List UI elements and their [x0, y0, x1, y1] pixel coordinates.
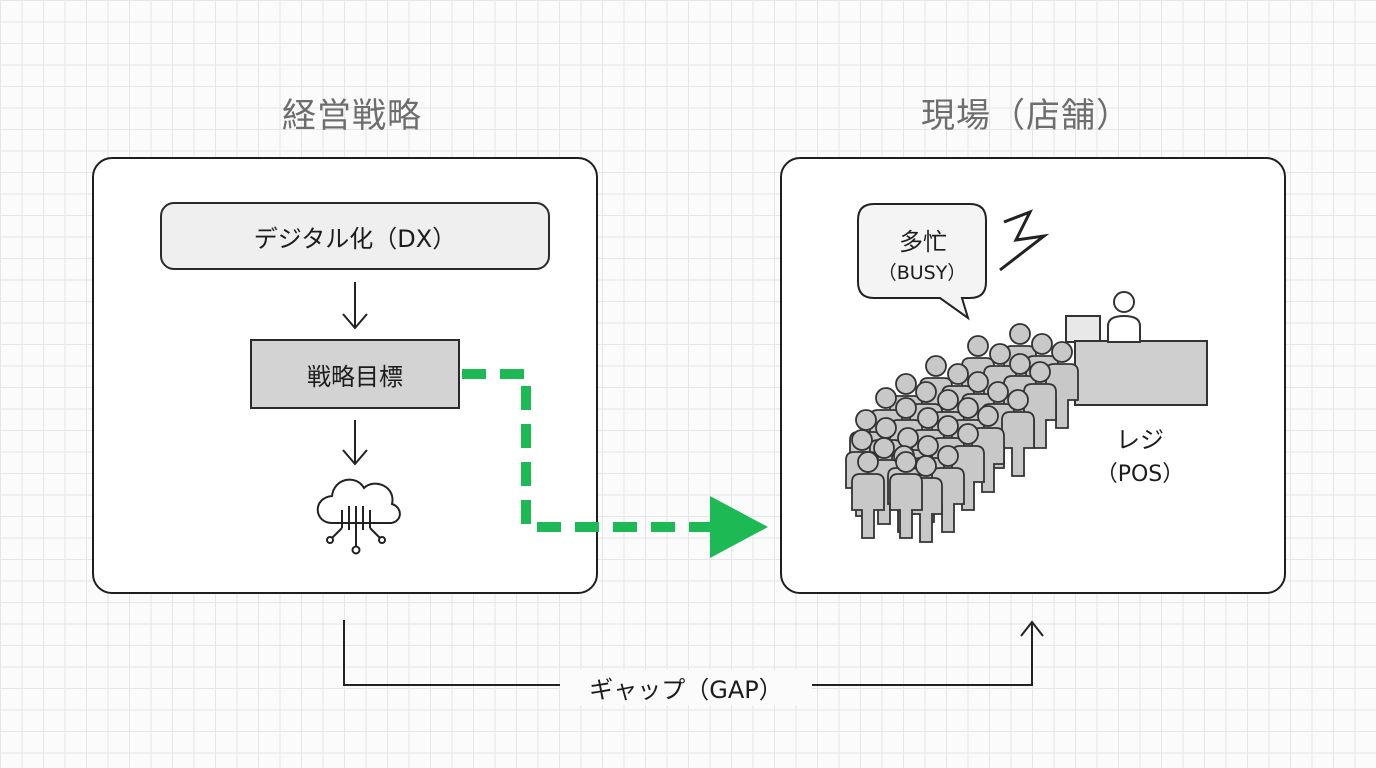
person-icon — [1023, 361, 1057, 449]
person-icon — [889, 451, 923, 539]
flow-arrow-goal-to-cloud — [342, 420, 368, 466]
person-icon — [851, 451, 885, 539]
person-icon — [951, 423, 985, 511]
busy-speech-bubble — [857, 203, 987, 321]
goal-box: 戦略目標 — [250, 339, 460, 409]
register-label-main: レジ — [1116, 426, 1164, 454]
cloud-data-icon — [316, 478, 401, 555]
strategy-to-store-arrow — [462, 369, 768, 558]
busy-label-main: 多忙 — [899, 228, 947, 256]
gap-bracket — [343, 620, 1044, 686]
stress-zigzag-icon — [999, 209, 1050, 272]
flow-arrow-dx-to-goal — [342, 282, 368, 330]
strategy-title: 経営戦略 — [282, 96, 422, 136]
store-title: 現場（店舗） — [921, 96, 1131, 136]
dx-box: デジタル化（DX） — [160, 202, 550, 270]
busy-label-sub: （BUSY） — [877, 262, 967, 284]
register-counter — [1065, 315, 1208, 406]
cashier-person-icon — [1107, 291, 1141, 343]
person-icon — [1001, 389, 1035, 477]
queue-people-icon — [845, 323, 1079, 543]
register-label-sub: （POS） — [1095, 462, 1185, 487]
gap-label: ギャップ（GAP） — [560, 670, 812, 705]
